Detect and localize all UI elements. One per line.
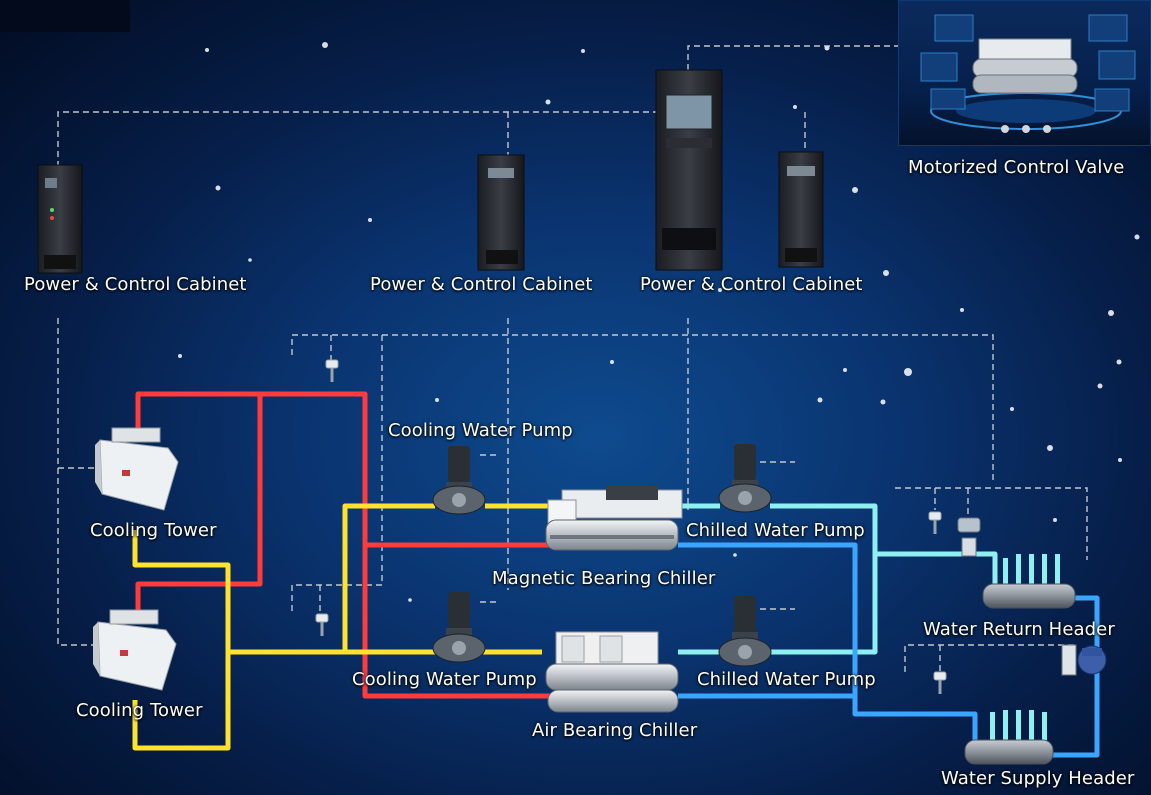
- chilled-return-pipes: [678, 503, 998, 655]
- cooling-pump-bottom-icon: [432, 592, 486, 663]
- water-return-header-icon: [982, 554, 1076, 609]
- cooling-pump-top-icon: [432, 446, 486, 515]
- chilled-pump-bottom-icon: [718, 596, 772, 667]
- cooling-pump-top-label: Cooling Water Pump: [388, 420, 573, 441]
- cooling-tower-bottom: [93, 609, 177, 691]
- cabinet-right: [778, 151, 824, 268]
- chilled-pump-bottom-label: Chilled Water Pump: [697, 669, 876, 690]
- cabinet-left-label: Power & Control Cabinet: [24, 274, 247, 295]
- cabinet-main: [655, 69, 723, 271]
- starfield: [178, 42, 1140, 602]
- chilled-pump-top-label: Chilled Water Pump: [686, 520, 865, 541]
- magnetic-chiller-label: Magnetic Bearing Chiller: [492, 568, 716, 589]
- magnetic-chiller-icon: [545, 486, 683, 551]
- cabinet-right-label: Power & Control Cabinet: [640, 274, 863, 295]
- cabinet-left: [37, 164, 83, 274]
- cooling-tower-top-label: Cooling Tower: [90, 520, 217, 541]
- hot-water-pipes: [135, 391, 550, 699]
- sensor-icons: [315, 359, 947, 694]
- chilled-supply-pipes: [678, 542, 1100, 758]
- cooling-tower-bottom-label: Cooling Tower: [76, 700, 203, 721]
- cooling-tower-top: [95, 427, 179, 511]
- water-return-header-label: Water Return Header: [923, 619, 1115, 640]
- cabinet-mid: [477, 154, 525, 271]
- water-supply-header-label: Water Supply Header: [941, 768, 1135, 789]
- motorized-valve-label: Motorized Control Valve: [908, 157, 1125, 178]
- motorized-valve-thumbnail: [898, 0, 1151, 146]
- motorized-valve-icon: [957, 517, 1107, 676]
- air-chiller-label: Air Bearing Chiller: [532, 720, 698, 741]
- chilled-pump-top-icon: [718, 444, 772, 513]
- air-chiller-icon: [545, 631, 679, 713]
- corner-shade: [0, 0, 130, 32]
- water-supply-header-icon: [964, 710, 1054, 765]
- cooling-pump-bottom-label: Cooling Water Pump: [352, 669, 537, 690]
- cooling-water-pipes: [132, 503, 550, 751]
- cabinet-mid-label: Power & Control Cabinet: [370, 274, 593, 295]
